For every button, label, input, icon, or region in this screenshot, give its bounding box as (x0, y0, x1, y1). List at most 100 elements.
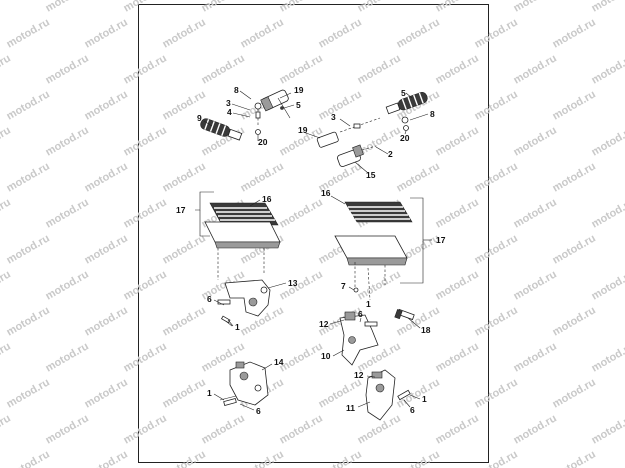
watermark-text: motod.ru (278, 340, 325, 374)
watermark-text: motod.ru (83, 16, 130, 50)
watermark-text: motod.ru (44, 268, 91, 302)
watermark-text: motod.ru (395, 304, 442, 338)
watermark-text: motod.ru (512, 412, 559, 446)
callout-1-right: 1 (366, 299, 371, 309)
watermark-text: motod.ru (473, 304, 520, 338)
watermark-text: motod.ru (473, 376, 520, 410)
callout-17-right: 17 (436, 235, 446, 245)
spring-left (254, 102, 262, 110)
watermark-text: motod.ru (44, 340, 91, 374)
watermark-text: motod.ru (5, 304, 52, 338)
callout-1-left: 1 (235, 322, 240, 332)
watermark-text: motod.ru (473, 88, 520, 122)
callout-2: 2 (388, 149, 393, 159)
callout-3-right: 3 (331, 112, 336, 122)
callout-13: 13 (288, 278, 298, 288)
callout-4: 4 (227, 107, 232, 117)
watermark-text: motod.ru (395, 16, 442, 50)
watermark-text: motod.ru (395, 160, 442, 194)
callout-16-left: 16 (262, 194, 272, 204)
watermark-text: motod.ru (590, 268, 625, 302)
callout-15: 15 (366, 170, 376, 180)
watermark-text: motod.ru (44, 52, 91, 86)
watermark-text: motod.ru (590, 340, 625, 374)
watermark-text: motod.ru (239, 448, 286, 468)
watermark-text: motod.ru (512, 268, 559, 302)
watermark-text: motod.ru (0, 0, 13, 15)
watermark-text: motod.ru (83, 160, 130, 194)
callout-layer: 8 19 3 4 5 9 20 5 3 8 19 20 2 15 16 17 1… (176, 85, 446, 416)
screw-14 (223, 398, 237, 406)
floorboard-left (195, 191, 281, 327)
footpeg-body-right (316, 131, 339, 148)
watermark-text: motod.ru (551, 88, 598, 122)
watermark-text: motod.ru (0, 124, 13, 158)
footpeg-body-left (260, 89, 289, 112)
floorboard-support-right (339, 311, 379, 366)
watermark-text: motod.ru (551, 160, 598, 194)
watermark-text: motod.ru (122, 124, 169, 158)
callout-10: 10 (321, 351, 331, 361)
floorboard-support-left (217, 279, 271, 317)
watermark-text: motod.ru (0, 412, 13, 446)
footpeg-grip-right (385, 91, 428, 115)
nut-7 (353, 287, 359, 293)
watermark-text: motod.ru (356, 268, 403, 302)
watermark-text: motod.ru (44, 196, 91, 230)
watermark-text: motod.ru (0, 52, 13, 86)
watermark-text: motod.ru (512, 0, 559, 15)
watermark-text: motod.ru (0, 340, 13, 374)
watermark-text: motod.ru (590, 0, 625, 15)
watermark-text: motod.ru (512, 196, 559, 230)
callout-6-right: 6 (358, 309, 363, 319)
callout-17-left: 17 (176, 205, 186, 215)
footpeg-right (316, 91, 428, 167)
watermark-text: motod.ru (83, 88, 130, 122)
watermark-text: motod.ru (395, 448, 442, 468)
watermark-text: motod.ru (161, 160, 208, 194)
watermark-text: motod.ru (161, 232, 208, 266)
watermark-text: motod.ru (317, 88, 364, 122)
watermark-text: motod.ru (161, 448, 208, 468)
watermark-text: motod.ru (44, 412, 91, 446)
watermark-text: motod.ru (5, 160, 52, 194)
watermark-text: motod.ru (83, 232, 130, 266)
callout-5: 5 (296, 100, 301, 110)
watermark-text: motod.ru (278, 268, 325, 302)
callout-20-left: 20 (258, 137, 268, 147)
watermark-text: motod.ru (356, 52, 403, 86)
watermark-text: motod.ru (5, 232, 52, 266)
callout-19: 19 (294, 85, 304, 95)
watermark-text: motod.ru (278, 52, 325, 86)
watermark-text: motod.ru (551, 16, 598, 50)
watermark-text: motod.ru (122, 268, 169, 302)
washer-left (255, 129, 261, 135)
callout-16-right: 16 (321, 188, 331, 198)
watermark-text: motod.ru (122, 52, 169, 86)
watermark-text: motod.ru (590, 52, 625, 86)
watermark-text: motod.ru (551, 448, 598, 468)
bolt-18 (394, 308, 415, 321)
watermark-text: motod.ru (551, 376, 598, 410)
watermark-text: motod.ru (5, 448, 52, 468)
watermark-text: motod.ru (5, 376, 52, 410)
callout-1-bottom-right: 1 (422, 394, 427, 404)
watermark-text: motod.ru (512, 124, 559, 158)
watermark-text: motod.ru (317, 448, 364, 468)
callout-14: 14 (274, 357, 284, 367)
watermark-text: motod.ru (161, 376, 208, 410)
callout-18: 18 (421, 325, 431, 335)
watermark-text: motod.ru (434, 196, 481, 230)
watermark-text: motod.ru (590, 124, 625, 158)
callout-9: 9 (197, 113, 202, 123)
watermark-text: motod.ru (551, 232, 598, 266)
watermark-text: motod.ru (0, 196, 13, 230)
callout-8: 8 (234, 85, 239, 95)
callout-11: 11 (346, 403, 355, 413)
callout-1-bottom-left: 1 (207, 388, 212, 398)
callout-6-left: 6 (207, 294, 212, 304)
floorboard-pan-left (204, 221, 281, 243)
watermark-text: motod.ru (44, 0, 91, 15)
clip-left (280, 106, 284, 110)
watermark-text: motod.ru (83, 376, 130, 410)
